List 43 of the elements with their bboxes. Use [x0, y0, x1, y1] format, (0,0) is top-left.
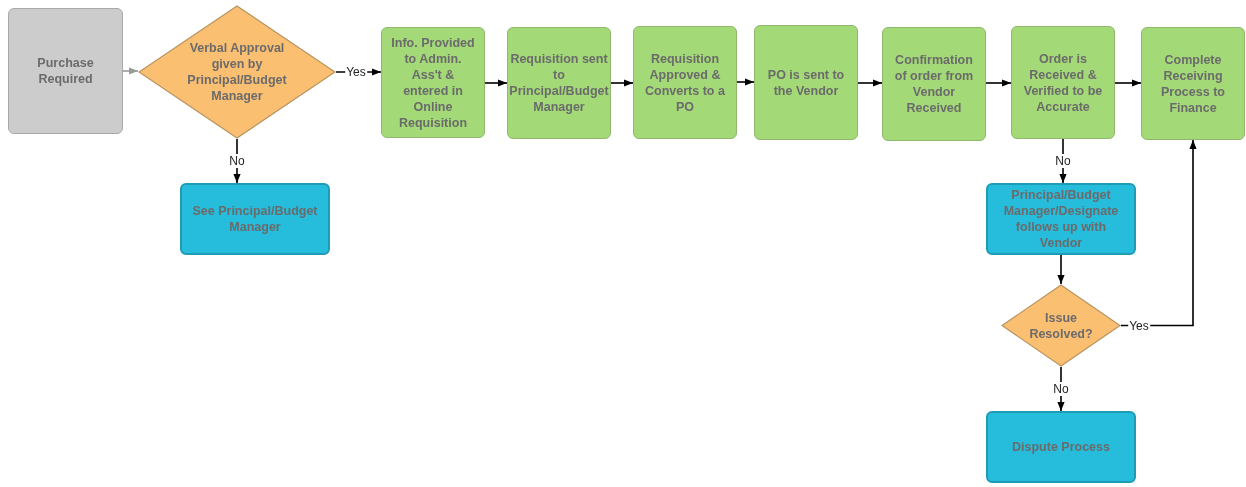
edge-label: No	[228, 154, 246, 168]
arrow	[857, 79, 883, 87]
edge-label: No	[1054, 154, 1072, 168]
process-box	[986, 183, 1136, 255]
arrow	[1057, 254, 1065, 285]
arrow	[1059, 138, 1067, 184]
process-box	[882, 27, 986, 141]
edge-label: No	[1052, 382, 1070, 396]
node-text: Verbal Approval given by Principal/Budget Manager	[186, 40, 288, 104]
node-text: PO is sent to the Vendor	[766, 66, 846, 99]
node-text: Requisition sent to Principal/Budget Manager	[508, 51, 610, 115]
arrow	[484, 79, 508, 87]
arrow	[1057, 366, 1065, 412]
process-box	[180, 183, 330, 255]
node-text: Principal/Budget Manager/Designate follows up with Vendor	[1002, 187, 1120, 251]
process-box	[754, 25, 858, 140]
process-box	[1141, 27, 1245, 140]
start-box	[8, 8, 123, 134]
arrow	[233, 138, 241, 184]
edge-label: Yes	[345, 65, 367, 79]
arrow	[1120, 139, 1197, 327]
arrow	[610, 79, 634, 87]
process-box	[633, 26, 737, 139]
node-text: Order is Received & Verified to be Accurate	[1022, 50, 1104, 115]
node-text: Issue Resolved?	[1028, 309, 1094, 342]
decision-diamond	[1001, 284, 1121, 367]
edge-label: Yes	[1128, 318, 1150, 333]
decision-diamond	[138, 5, 336, 139]
process-box	[1011, 26, 1115, 139]
process-box	[381, 27, 485, 138]
node-text: Requisition Approved & Converts to a PO	[644, 50, 726, 115]
arrow	[736, 78, 755, 86]
arrow	[122, 67, 139, 75]
process-box	[507, 27, 611, 139]
node-text: Purchase Required	[36, 55, 95, 87]
node-text: Complete Receiving Process to Finance	[1160, 51, 1226, 116]
node-text: Confirmation of order from Vendor Received	[893, 52, 975, 116]
node-text: Info. Provided to Admin. Ass't & entered in Online Requisition	[390, 34, 476, 131]
arrow	[985, 79, 1012, 87]
arrow	[1114, 79, 1142, 87]
process-box	[986, 411, 1136, 483]
node-text: Dispute Process	[1011, 439, 1111, 455]
node-text: See Principal/Budget Manager	[191, 203, 319, 235]
